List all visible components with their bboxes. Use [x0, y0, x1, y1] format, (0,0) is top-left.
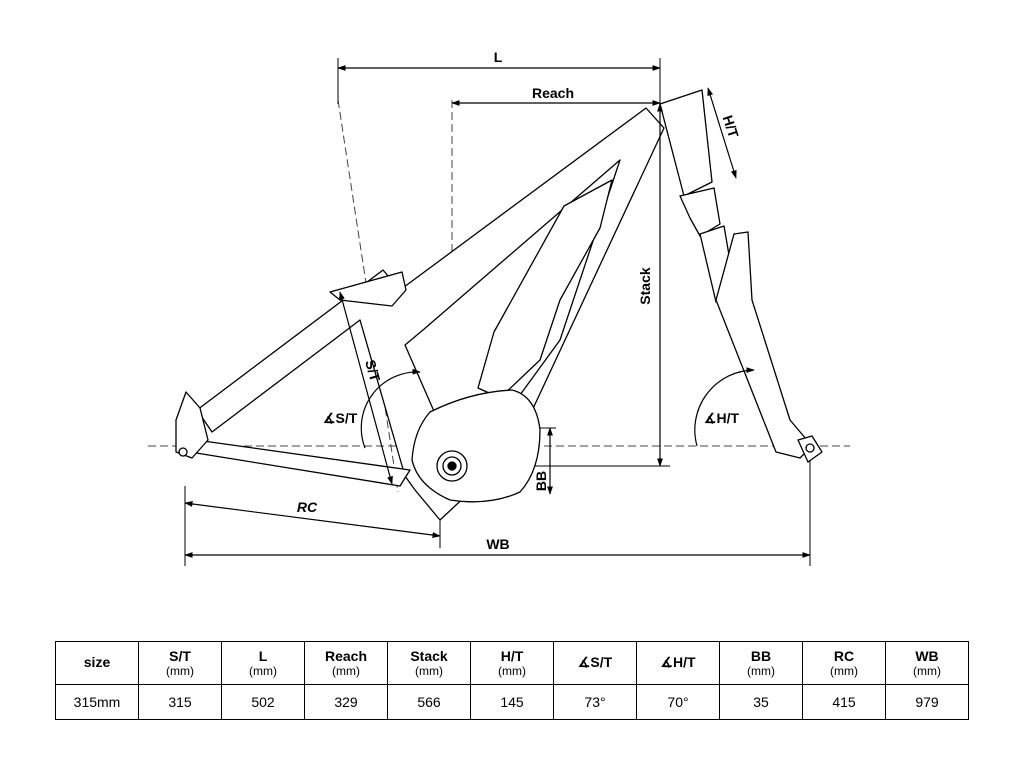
- cell-wb: 979: [885, 684, 969, 720]
- header-st-angle: ∡S/T: [553, 641, 637, 685]
- table-row: 315mm 315 502 329 566 145 73° 70° 35 415…: [55, 684, 969, 720]
- cell-ht: 145: [470, 684, 554, 720]
- label-wb: WB: [486, 536, 509, 552]
- label-reach: Reach: [532, 85, 574, 101]
- header-st: S/T(mm): [138, 641, 222, 685]
- cell-l: 502: [221, 684, 305, 720]
- cell-st-angle: 73°: [553, 684, 637, 720]
- header-wb: WB(mm): [885, 641, 969, 685]
- header-rc: RC(mm): [802, 641, 886, 685]
- cell-rc: 415: [802, 684, 886, 720]
- dim-rc: [184, 501, 441, 538]
- header-bb: BB(mm): [719, 641, 803, 685]
- cell-size: 315mm: [55, 684, 139, 720]
- label-ht: H/T: [720, 113, 742, 140]
- battery-shape: [477, 179, 613, 399]
- arc-st-angle: [360, 368, 421, 449]
- bike-geometry-diagram: L Reach H/T Stack S/T ∡S/T ∡H/T BB RC WB: [148, 49, 850, 566]
- fork-lower: [715, 231, 813, 459]
- dimension-lines: [184, 65, 811, 558]
- cell-ht-angle: 70°: [636, 684, 720, 720]
- label-st: S/T: [362, 358, 384, 384]
- rear-dropout: [175, 391, 209, 459]
- header-ht: H/T(mm): [470, 641, 554, 685]
- label-rc: RC: [297, 499, 318, 515]
- label-bb: BB: [533, 471, 549, 491]
- label-stack: Stack: [637, 267, 653, 305]
- cell-reach: 329: [304, 684, 388, 720]
- rear-axle: [178, 447, 188, 457]
- diagram-labels: L Reach H/T Stack S/T ∡S/T ∡H/T BB RC WB: [297, 49, 742, 552]
- dim-st: [339, 291, 393, 485]
- table-header-row: size S/T(mm) L(mm) Reach(mm) Stack(mm) H…: [55, 641, 969, 685]
- chainstay: [189, 439, 411, 487]
- cell-stack: 566: [387, 684, 471, 720]
- header-reach: Reach(mm): [304, 641, 388, 685]
- cell-bb: 35: [719, 684, 803, 720]
- header-ht-angle: ∡H/T: [636, 641, 720, 685]
- bike-frame: [175, 89, 823, 521]
- label-l: L: [494, 49, 503, 65]
- geometry-table: size S/T(mm) L(mm) Reach(mm) Stack(mm) H…: [55, 641, 969, 720]
- head-tube: [659, 89, 713, 197]
- header-l: L(mm): [221, 641, 305, 685]
- header-stack: Stack(mm): [387, 641, 471, 685]
- header-size: size: [55, 641, 139, 685]
- front-axle: [805, 443, 815, 453]
- label-st-angle: ∡S/T: [323, 410, 358, 426]
- dim-ht: [707, 87, 737, 179]
- arc-ht-angle: [694, 367, 755, 447]
- label-ht-angle: ∡H/T: [704, 410, 740, 426]
- cell-st: 315: [138, 684, 222, 720]
